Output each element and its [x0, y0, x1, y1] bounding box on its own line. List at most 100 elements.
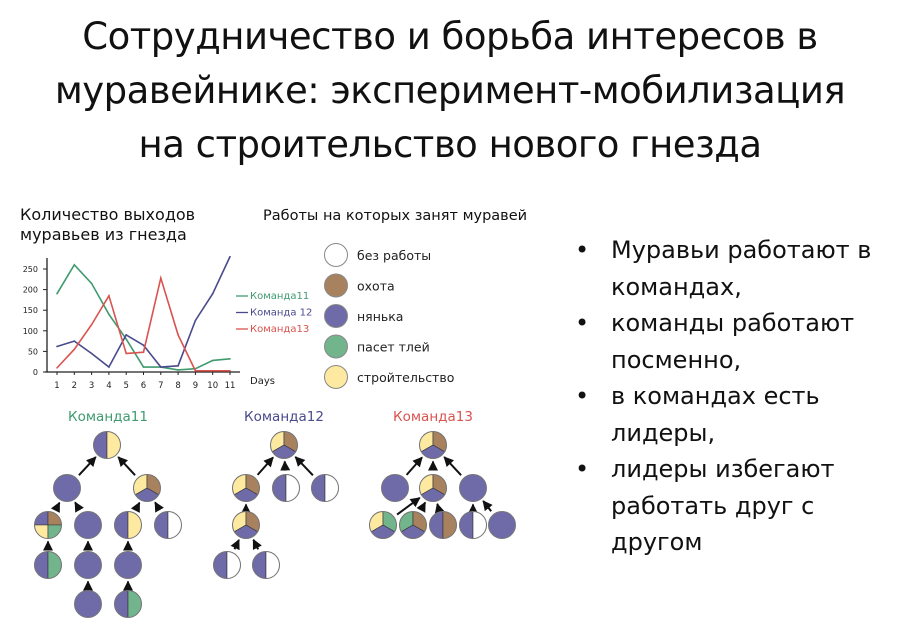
data-point — [160, 277, 162, 279]
job-none-swatch — [324, 243, 348, 267]
x-tick-label: 1 — [54, 381, 59, 391]
bullet-item: лидеры избегают работать друг с другом — [575, 451, 895, 561]
data-point — [211, 292, 214, 295]
y-tick-label: 100 — [23, 327, 38, 336]
chart-title: Количество выходов муравьев из гнезда — [20, 205, 196, 244]
ant-slice — [488, 511, 516, 539]
legend-label: Команда11 — [250, 291, 309, 302]
job-nurse-swatch — [324, 304, 348, 328]
ant-slice — [93, 431, 108, 459]
bullet-list: Муравьи работают в командах, команды раб… — [575, 232, 895, 561]
arrow-icon — [405, 456, 423, 476]
ant-slice — [154, 511, 169, 539]
arrow-icon — [78, 456, 97, 476]
data-point — [90, 352, 93, 355]
data-point — [229, 255, 231, 258]
data-point — [125, 338, 127, 340]
ant-slice — [213, 551, 228, 579]
ant-slice — [272, 474, 287, 502]
arrow-icon — [117, 456, 136, 476]
ant-slice — [127, 511, 142, 539]
y-tick-label: 0 — [33, 368, 38, 377]
ant-slice — [34, 551, 49, 579]
ant-outline — [232, 511, 260, 539]
ant-outline — [399, 511, 427, 539]
ant-outline — [381, 474, 409, 502]
ant-slice — [114, 551, 142, 579]
data-point — [73, 348, 76, 351]
data-point — [108, 294, 110, 297]
ant-node — [114, 551, 142, 579]
bullet-item: команды работают посменно, — [575, 305, 895, 378]
title-line: на строительство нового гнезда — [138, 123, 763, 166]
data-point — [177, 369, 179, 371]
arrow-icon — [434, 502, 445, 514]
ant-node — [53, 474, 81, 502]
ant-slice — [429, 511, 444, 539]
ant-outline — [272, 474, 300, 502]
data-point — [73, 340, 76, 342]
ant-node — [419, 431, 447, 459]
data-point — [90, 323, 93, 326]
ant-node — [213, 551, 241, 579]
data-point — [229, 369, 231, 372]
ant-node — [74, 511, 102, 539]
ant-node — [232, 511, 260, 539]
ant-slice — [381, 474, 409, 502]
team-title: Команда11 — [68, 409, 148, 425]
ant-node — [74, 551, 102, 579]
data-point — [211, 359, 214, 362]
arrow-icon — [416, 501, 427, 513]
arrow-icon — [230, 539, 240, 551]
ant-slice — [311, 474, 326, 502]
x-tick-label: 3 — [89, 381, 94, 391]
ant-slice — [324, 474, 339, 502]
data-point — [56, 292, 58, 295]
job-label: стройтельство — [357, 370, 454, 385]
ant-node — [93, 431, 121, 459]
ant-node — [114, 590, 142, 618]
arrow-icon — [482, 500, 493, 512]
ant-node — [114, 511, 142, 539]
ant-node — [369, 511, 397, 539]
team-title: Команда13 — [393, 409, 473, 425]
ant-node — [270, 431, 298, 459]
title-line: Сотрудничество и борьба интересов в — [82, 15, 818, 58]
ant-outline — [93, 431, 121, 459]
legend-label: Команда13 — [250, 324, 309, 335]
ant-outline — [419, 431, 447, 459]
ant-slice — [114, 590, 129, 618]
data-point — [194, 369, 197, 372]
data-point — [177, 365, 179, 367]
x-tick-label: 11 — [225, 381, 236, 391]
ant-outline — [311, 474, 339, 502]
x-tick-label: 2 — [72, 381, 77, 391]
ant-node — [252, 551, 280, 579]
slide-title: Сотрудничество и борьба интересов в мура… — [0, 10, 900, 172]
job-build-swatch — [324, 365, 348, 389]
ant-slice — [167, 511, 182, 539]
data-point — [108, 366, 110, 368]
ant-slice — [74, 551, 102, 579]
data-point — [194, 319, 197, 322]
ant-outline — [114, 590, 142, 618]
ant-outline — [34, 551, 62, 579]
x-tick-label: 7 — [158, 381, 163, 391]
ant-outline — [114, 511, 142, 539]
legend-label: Команда 12 — [250, 308, 312, 319]
ant-node — [381, 474, 409, 502]
ant-node — [419, 474, 447, 502]
ant-outline — [270, 431, 298, 459]
arrow-icon — [130, 501, 141, 513]
ant-node — [154, 511, 182, 539]
job-label: нянька — [357, 309, 403, 324]
x-tick-label: 8 — [175, 381, 180, 391]
ant-node — [311, 474, 339, 502]
job-label: охота — [357, 279, 395, 294]
ant-slice — [459, 511, 474, 539]
data-point — [142, 351, 145, 354]
arrow-icon — [252, 538, 262, 551]
ant-outline — [369, 511, 397, 539]
ant-node — [133, 474, 161, 502]
ant-node — [34, 551, 62, 579]
